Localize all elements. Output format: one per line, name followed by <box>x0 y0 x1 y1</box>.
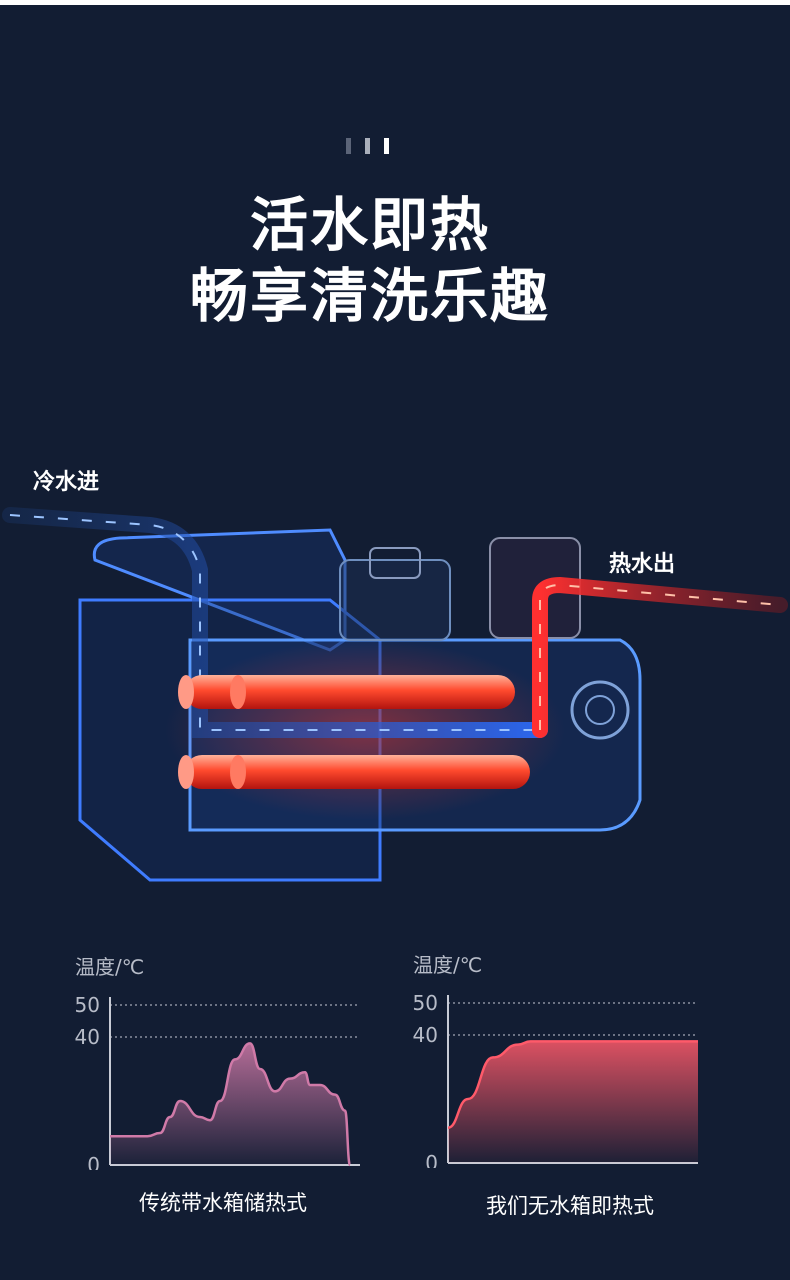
heating-rod-lower <box>178 755 530 789</box>
chart-traditional-tank: 0 40 50 <box>75 993 360 1170</box>
series-line <box>109 1042 352 1167</box>
chart-1-caption: 传统带水箱储热式 <box>139 1191 307 1215</box>
headline-line-1: 活水即热 <box>249 191 490 259</box>
chart-2-caption: 我们无水箱即热式 <box>486 1194 654 1218</box>
y-tick-label-50: 50 <box>75 993 100 1017</box>
cold-water-pipe <box>2 507 548 738</box>
headline-line-2: 畅享清洗乐趣 <box>189 262 550 330</box>
hot-water-pipe <box>532 576 788 738</box>
series-area <box>448 1041 698 1163</box>
chart-tankless-instant: 0 40 50 <box>413 991 698 1168</box>
top-border <box>0 0 790 5</box>
y-tick-label-40: 40 <box>75 1025 100 1049</box>
series-area <box>110 1043 350 1165</box>
y-tick-label-40: 40 <box>413 1023 438 1047</box>
decor-bar <box>365 138 370 154</box>
series-line <box>447 1040 698 1130</box>
decor-bar <box>346 138 351 154</box>
y-tick-label-0: 0 <box>87 1153 100 1170</box>
heater-illustration <box>2 507 788 882</box>
decor-bar <box>384 138 389 154</box>
y-tick-label-0: 0 <box>425 1151 438 1168</box>
chart-2-ylabel: 温度/℃ <box>413 953 483 977</box>
hot-water-out-label: 热水出 <box>609 552 676 577</box>
chart-1-ylabel: 温度/℃ <box>75 955 145 979</box>
heating-rod-upper <box>178 675 515 709</box>
cold-water-in-label: 冷水进 <box>33 470 100 495</box>
y-tick-label-50: 50 <box>413 991 438 1015</box>
